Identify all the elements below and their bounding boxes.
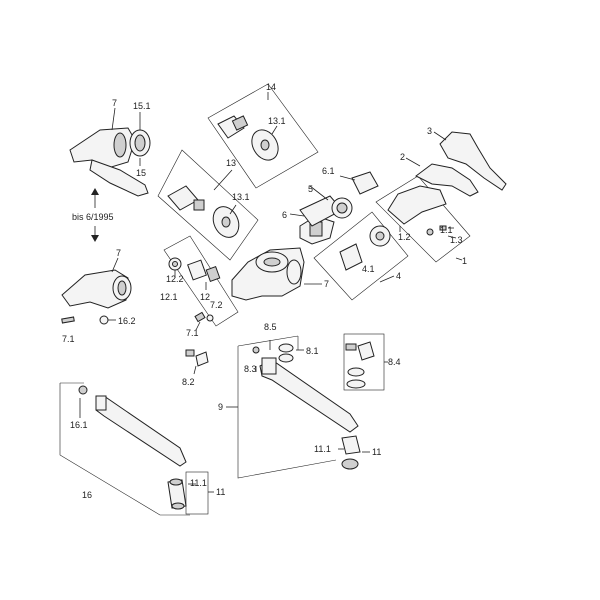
label-16-2: 16.2 bbox=[118, 316, 136, 326]
label-11-right: 11 bbox=[372, 447, 381, 457]
label-8-4: 8.4 bbox=[388, 357, 401, 367]
label-12: 12 bbox=[200, 292, 210, 302]
label-8-1: 8.1 bbox=[306, 346, 319, 356]
label-7-1-left: 7.1 bbox=[62, 334, 75, 344]
box-14 bbox=[207, 83, 319, 189]
label-15: 15 bbox=[136, 168, 146, 178]
upper-old-tap-body bbox=[69, 107, 151, 197]
label-11-left: 11 bbox=[216, 487, 225, 497]
lever-handle-3 bbox=[433, 131, 507, 191]
label-7-1-mid: 7.1 bbox=[186, 328, 199, 338]
label-16: 16 bbox=[82, 490, 92, 500]
label-11-1-left: 11.1 bbox=[190, 478, 207, 488]
label-1-1: 1.1 bbox=[440, 225, 453, 235]
cartridge-group-5-6 bbox=[289, 171, 379, 227]
lever-handle-2 bbox=[405, 157, 479, 197]
label-7-lower: 7 bbox=[116, 248, 121, 258]
label-13-1-top: 13.1 bbox=[268, 116, 286, 126]
label-13-1-mid: 13.1 bbox=[232, 192, 250, 202]
label-15-1: 15.1 bbox=[133, 101, 151, 111]
label-4: 4 bbox=[396, 271, 401, 281]
label-12-2: 12.2 bbox=[166, 274, 184, 284]
part-8-2 bbox=[185, 349, 209, 375]
box-1 bbox=[375, 175, 471, 263]
label-16-1: 16.1 bbox=[70, 420, 88, 430]
label-14: 14 bbox=[266, 82, 276, 92]
label-13: 13 bbox=[226, 158, 236, 168]
set-screws-7 bbox=[194, 311, 214, 331]
label-7-2: 7.2 bbox=[210, 300, 223, 310]
spout-9 bbox=[226, 335, 370, 479]
lower-tap-body bbox=[61, 257, 132, 325]
box-12 bbox=[163, 235, 239, 327]
box-4 bbox=[313, 211, 409, 301]
label-8-3: 8.3 bbox=[244, 364, 257, 374]
box-13 bbox=[157, 149, 259, 261]
label-1-2: 1.2 bbox=[398, 232, 411, 242]
label-7-main: 7 bbox=[324, 279, 329, 289]
label-11-1-right: 11.1 bbox=[314, 444, 331, 454]
label-5: 5 bbox=[308, 184, 313, 194]
main-valve-body bbox=[231, 215, 335, 301]
label-9: 9 bbox=[218, 402, 223, 412]
label-12-1: 12.1 bbox=[160, 292, 178, 302]
version-note: bis 6/1995 bbox=[72, 212, 114, 222]
label-6: 6 bbox=[282, 210, 287, 220]
box-8-4 bbox=[343, 333, 388, 391]
label-7-upper: 7 bbox=[112, 98, 117, 108]
version-note-arrows bbox=[91, 188, 99, 242]
label-6-1: 6.1 bbox=[322, 166, 335, 176]
label-2: 2 bbox=[400, 152, 405, 162]
label-8-2: 8.2 bbox=[182, 377, 195, 387]
label-8-5: 8.5 bbox=[264, 322, 277, 332]
label-1-3: 1.3 bbox=[450, 235, 463, 245]
label-1: 1 bbox=[462, 256, 467, 266]
label-4-1: 4.1 bbox=[362, 264, 375, 274]
label-3: 3 bbox=[427, 126, 432, 136]
spout-16 bbox=[59, 382, 214, 516]
